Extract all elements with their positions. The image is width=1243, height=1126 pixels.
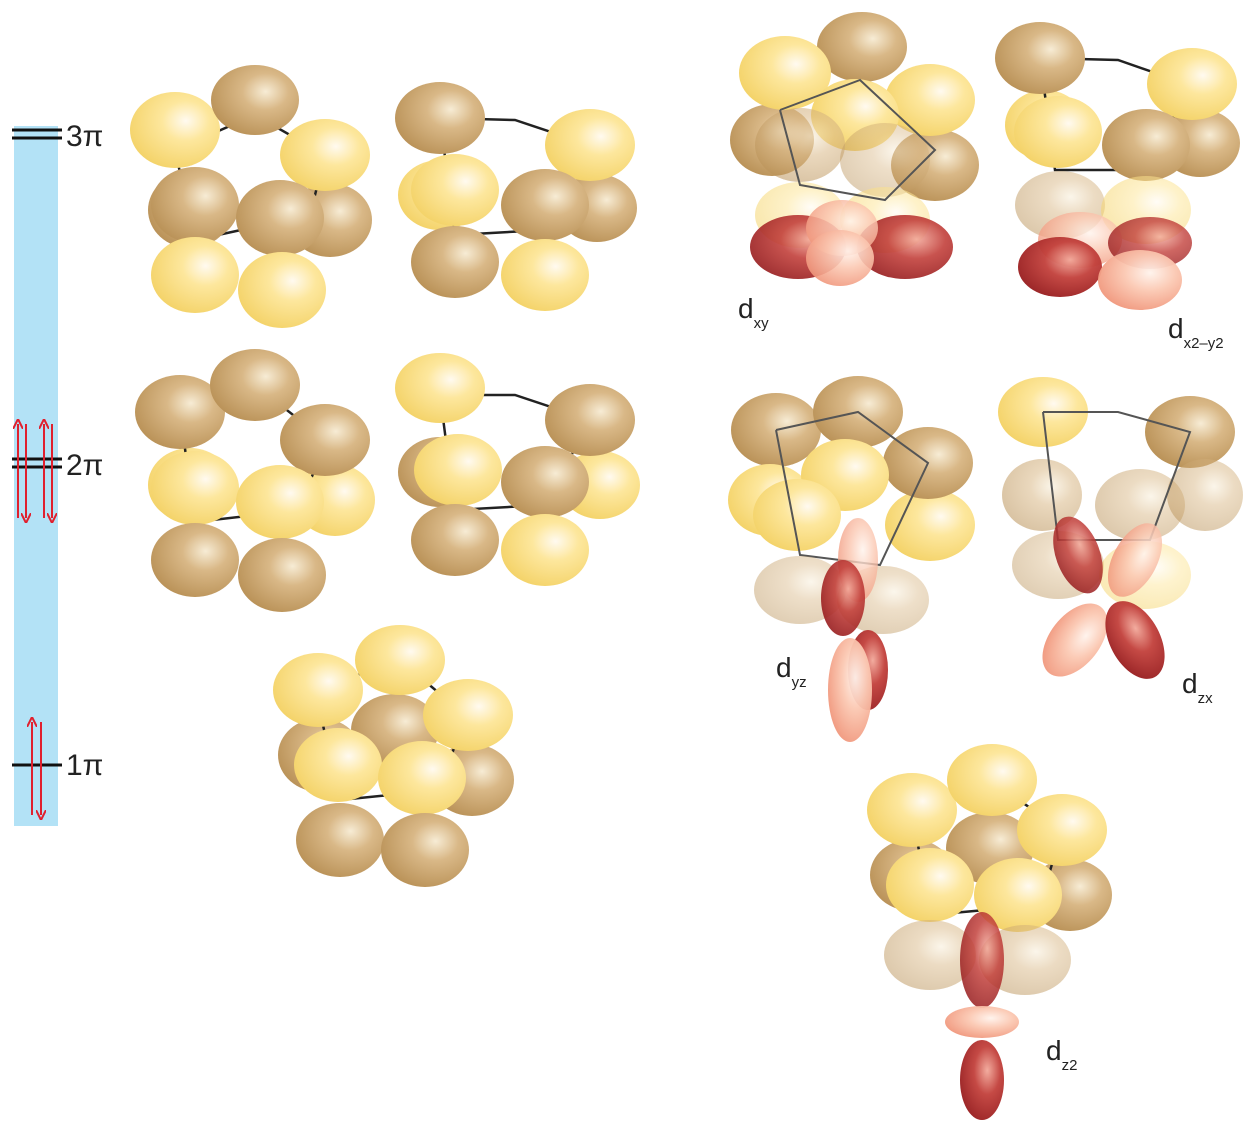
level-label: 3π — [66, 120, 103, 153]
d-label-sub: z2 — [1062, 1057, 1078, 1074]
orbital-2pi-a — [135, 349, 375, 612]
orbital-2pi-b — [395, 353, 640, 586]
dzx-label: dzx — [1182, 668, 1213, 707]
energy-bar — [14, 126, 58, 826]
orbital-dx2-y2: dx2–y2 — [995, 22, 1240, 352]
level-label: 1π — [66, 749, 103, 782]
orbital-1pi — [273, 625, 514, 887]
orbital-dzx: dzx — [998, 377, 1243, 707]
dyz-label: dyz — [776, 652, 807, 691]
d-label-sub: yz — [792, 674, 807, 691]
orbital-3pi-b — [395, 82, 637, 311]
level-1pi: 1π — [12, 722, 103, 815]
d-label-main: d — [776, 652, 792, 683]
orbital-dyz: dyz — [728, 376, 975, 742]
d-label-sub: x2–y2 — [1184, 335, 1224, 352]
d-label-main: d — [1046, 1035, 1062, 1066]
level-3pi: 3π — [12, 120, 103, 153]
dx2-y2-label: dx2–y2 — [1168, 313, 1224, 352]
d-label-sub: xy — [754, 315, 770, 332]
orbital-dxy: dxy — [730, 12, 979, 332]
d-label-main: d — [1168, 313, 1184, 344]
orbital-3pi-a — [130, 65, 372, 328]
level-2pi: 2π — [12, 424, 103, 518]
electron-arrows — [32, 722, 41, 815]
level-label: 2π — [66, 449, 103, 482]
dz2-label: dz2 — [1046, 1035, 1077, 1074]
d-label-main: d — [738, 293, 754, 324]
dxy-label: dxy — [738, 293, 769, 332]
orbital-dz2: dz2 — [867, 744, 1112, 1120]
d-label-sub: zx — [1198, 690, 1214, 707]
energy-level-diagram: 3π 2π 1π — [12, 120, 103, 826]
d-label-main: d — [1182, 668, 1198, 699]
electron-arrows — [18, 424, 52, 518]
